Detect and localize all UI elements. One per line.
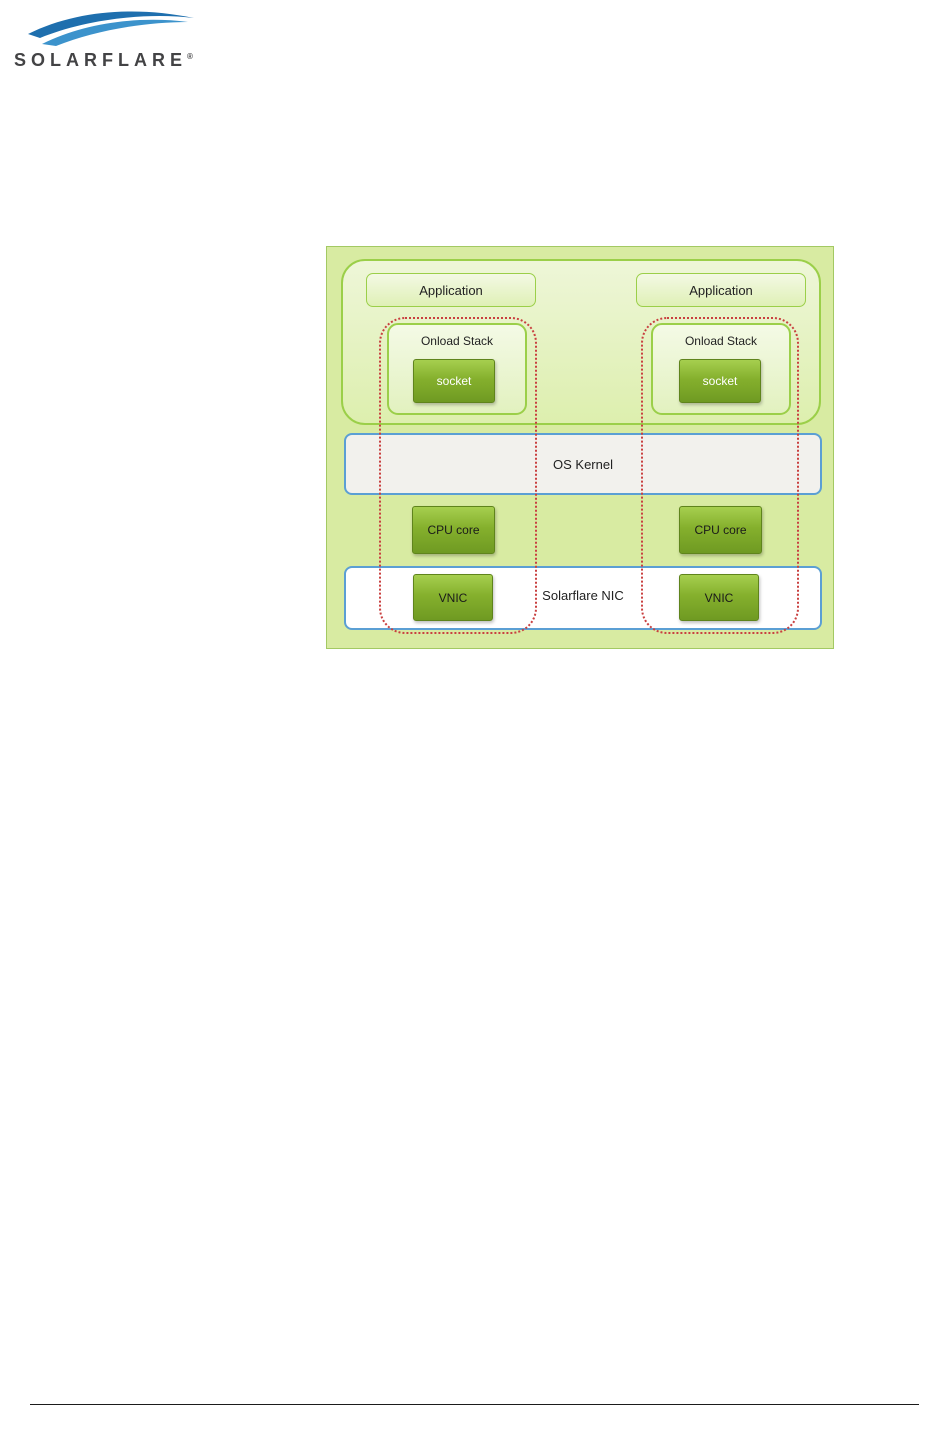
solarflare-nic-label: Solarflare NIC — [542, 588, 624, 603]
application-box-left: Application — [366, 273, 536, 307]
footer-rule — [30, 1404, 919, 1405]
logo-text: SOLARFLARE — [14, 50, 187, 70]
vnic-block-left: VNIC — [413, 574, 493, 621]
os-kernel-band: OS Kernel — [344, 433, 822, 495]
cpu-core-block-left: CPU core — [412, 506, 495, 554]
socket-block-left: socket — [413, 359, 495, 403]
logo-wordmark: SOLARFLARE® — [14, 50, 214, 71]
socket-block-right: socket — [679, 359, 761, 403]
onload-stack-label-left: Onload Stack — [420, 334, 494, 348]
logo-registered-mark: ® — [187, 52, 193, 61]
cpu-core-block-right: CPU core — [679, 506, 762, 554]
onload-stack-label-right: Onload Stack — [684, 334, 758, 348]
application-box-right: Application — [636, 273, 806, 307]
onload-architecture-diagram: Application Application Onload Stack Onl… — [326, 246, 834, 649]
solarflare-logo: SOLARFLARE® — [14, 8, 214, 71]
solarflare-swoosh-icon — [28, 11, 194, 46]
vnic-block-right: VNIC — [679, 574, 759, 621]
